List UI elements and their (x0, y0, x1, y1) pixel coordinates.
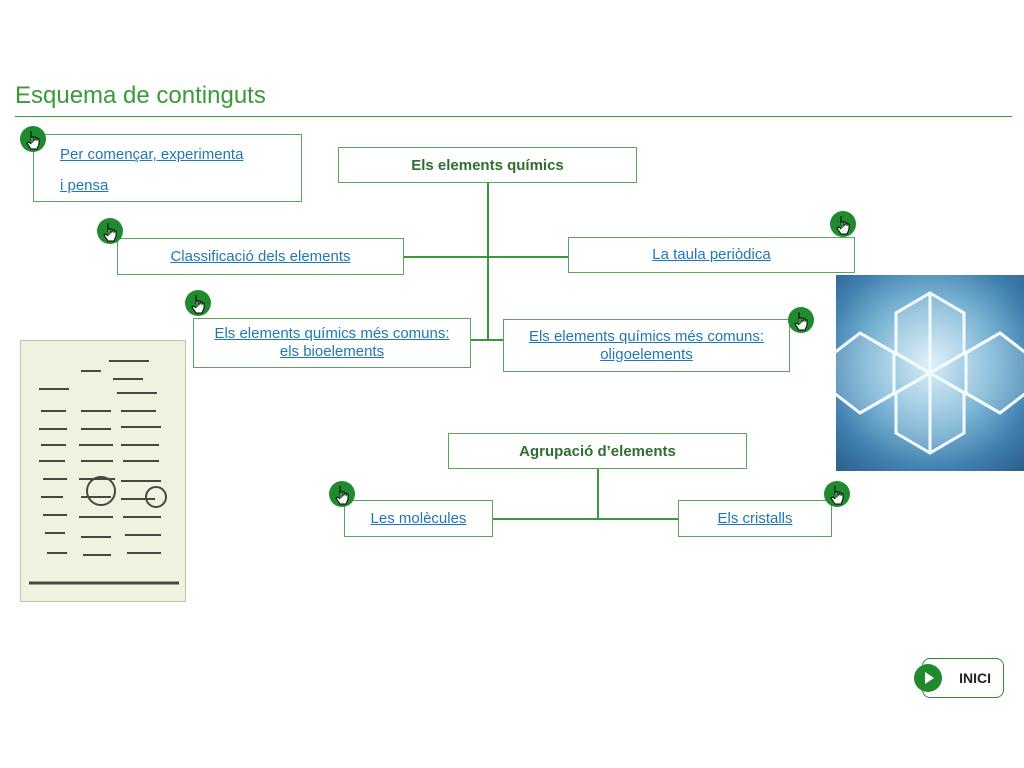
elements-header: Els elements químics (338, 147, 637, 183)
oligoelements-box[interactable]: Els elements químics més comuns: oligoel… (503, 319, 790, 372)
intro-link[interactable]: i pensa (60, 177, 108, 195)
classificacio-link[interactable]: Classificació dels elements (170, 247, 351, 265)
periodic-table-manuscript-image (20, 340, 186, 602)
connector (487, 182, 489, 340)
taula-box[interactable]: La taula periòdica (568, 237, 855, 273)
bioelements-link-line2[interactable]: els bioelements (279, 343, 385, 360)
connector (493, 518, 679, 520)
connector (470, 339, 504, 341)
intro-box[interactable]: Per començar, experimenta i pensa (33, 134, 302, 202)
elements-header-label: Els elements químics (411, 156, 564, 174)
intro-link-line2[interactable]: i pensa (60, 177, 109, 194)
bioelements-box[interactable]: Els elements químics més comuns: els bio… (193, 318, 471, 368)
connector (597, 468, 599, 519)
connector (403, 256, 569, 258)
taula-link[interactable]: La taula periòdica (652, 246, 771, 263)
title-divider (15, 116, 1012, 117)
intro-link[interactable]: Per començar, experimenta (60, 146, 243, 164)
molecules-box[interactable]: Les molècules (344, 500, 493, 537)
classificacio-box[interactable]: Classificació dels elements (117, 238, 404, 275)
hand-pointer-icon[interactable] (824, 481, 850, 507)
page-title: Esquema de continguts (15, 82, 266, 109)
hand-pointer-icon[interactable] (329, 481, 355, 507)
cristalls-link[interactable]: Els cristalls (717, 509, 793, 527)
play-icon[interactable] (914, 664, 942, 692)
oligoelements-link-line1[interactable]: Els elements químics més comuns: (528, 327, 765, 345)
inici-label[interactable]: INICI (959, 670, 991, 686)
agrupacio-header: Agrupació d’elements (448, 433, 747, 469)
hand-pointer-icon[interactable] (830, 211, 856, 237)
hand-pointer-icon[interactable] (788, 307, 814, 333)
agrupacio-header-label: Agrupació d’elements (519, 442, 676, 460)
snowflake-crystal-image (836, 275, 1024, 471)
cristalls-box[interactable]: Els cristalls (678, 500, 832, 537)
intro-link-line1[interactable]: Per començar, experimenta (60, 146, 244, 163)
oligoelements-link-line2[interactable]: oligoelements (600, 345, 693, 363)
hand-pointer-icon[interactable] (185, 290, 211, 316)
hand-pointer-icon[interactable] (20, 126, 46, 152)
hand-pointer-icon[interactable] (97, 218, 123, 244)
bioelements-link-line1[interactable]: Els elements químics més comuns: (214, 325, 450, 342)
molecules-link[interactable]: Les molècules (370, 509, 467, 527)
